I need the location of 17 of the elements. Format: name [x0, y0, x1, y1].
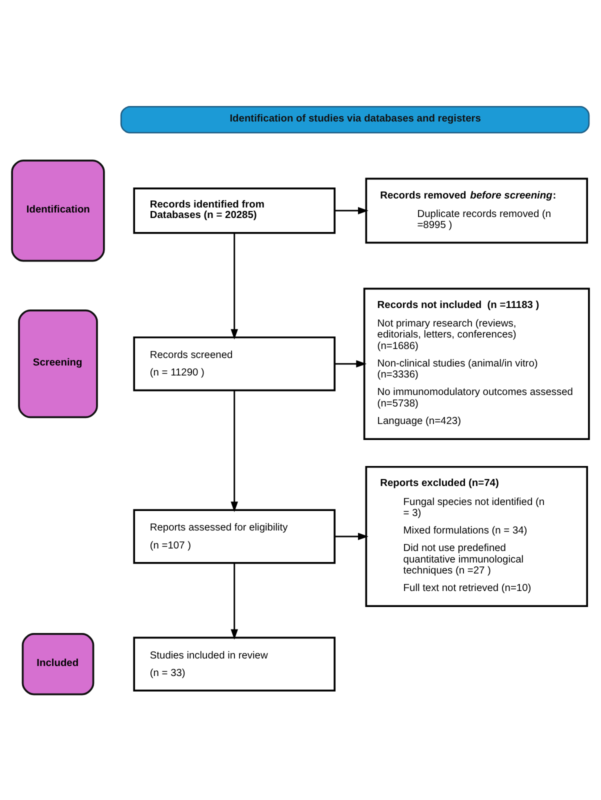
- arrow: [334, 206, 368, 214]
- node-box: Studies included in review (n = 33): [133, 636, 336, 691]
- node-box: Reports assessed for eligibility (n =107 ): [133, 508, 336, 564]
- node-box: Reports excluded (n=74) Fungal species not identified (n = 3) Mixed formulations (n = 34) Did not use predefined quantitative immunological techniques (n =27 ) Full text not retrieved (n=10): [365, 465, 588, 607]
- arrow: [230, 390, 238, 512]
- arrow: [334, 360, 367, 367]
- node-box: Records screened (n = 11290 ): [133, 336, 336, 391]
- node-box: Identification of studies via databases and registers: [120, 106, 590, 133]
- arrow: [230, 232, 238, 340]
- node-box: Identification: [11, 159, 105, 262]
- node-box: Records removed before screening: Duplicate records removed (n =8995 ): [365, 177, 588, 244]
- arrow: [334, 532, 368, 540]
- node-box: Included: [22, 632, 94, 695]
- node-box: Screening: [18, 309, 98, 418]
- arrow: [230, 562, 238, 640]
- node-box: Records identified from Databases (n = 20285): [133, 186, 336, 234]
- node-box: Records not included (n =11183 ) Not primary research (reviews, editorials, letters, conferences) (n=1686) Non-clinical studies (animal/in vitro) (n=3336) No immunomodulatory outcomes assessed (n=5738) Language (n=423): [363, 287, 590, 440]
